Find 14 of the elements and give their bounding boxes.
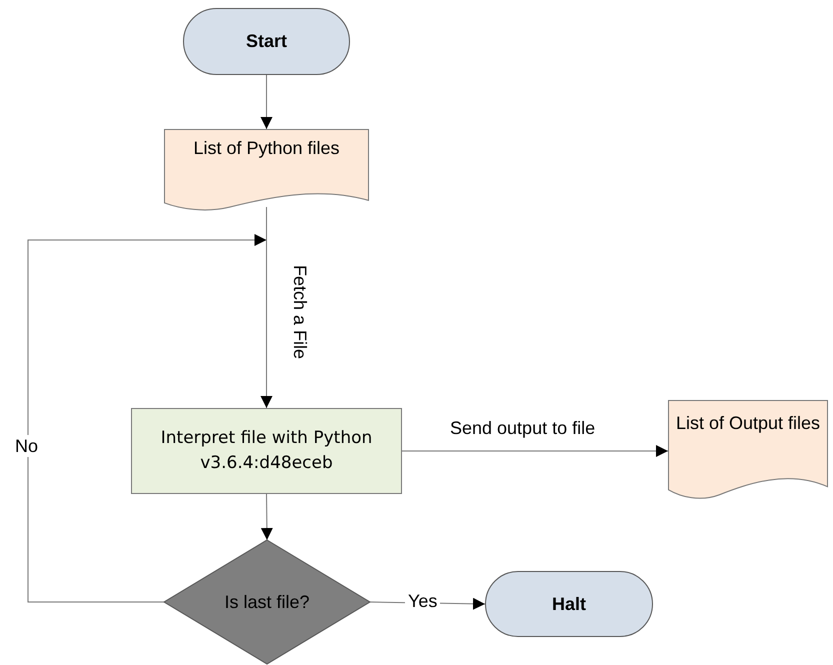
arrow [402, 445, 668, 457]
document-shape: List of Python files [164, 129, 369, 213]
edge-label: Send output to file [450, 418, 596, 439]
arrow [28, 234, 267, 602]
document-shape: List of Output files [668, 400, 828, 502]
connector-line [266, 206, 267, 240]
arrow [260, 74, 272, 130]
decision-diamond: Is last file? [164, 540, 370, 664]
terminal-shape: Start [183, 8, 350, 75]
terminal-shape: Halt [485, 571, 653, 637]
arrow [260, 240, 272, 408]
arrow [260, 494, 273, 540]
process-box: Interpret file with Python v3.6.4:d48eceb [131, 408, 402, 494]
edge-label: Fetch a File [289, 265, 310, 360]
